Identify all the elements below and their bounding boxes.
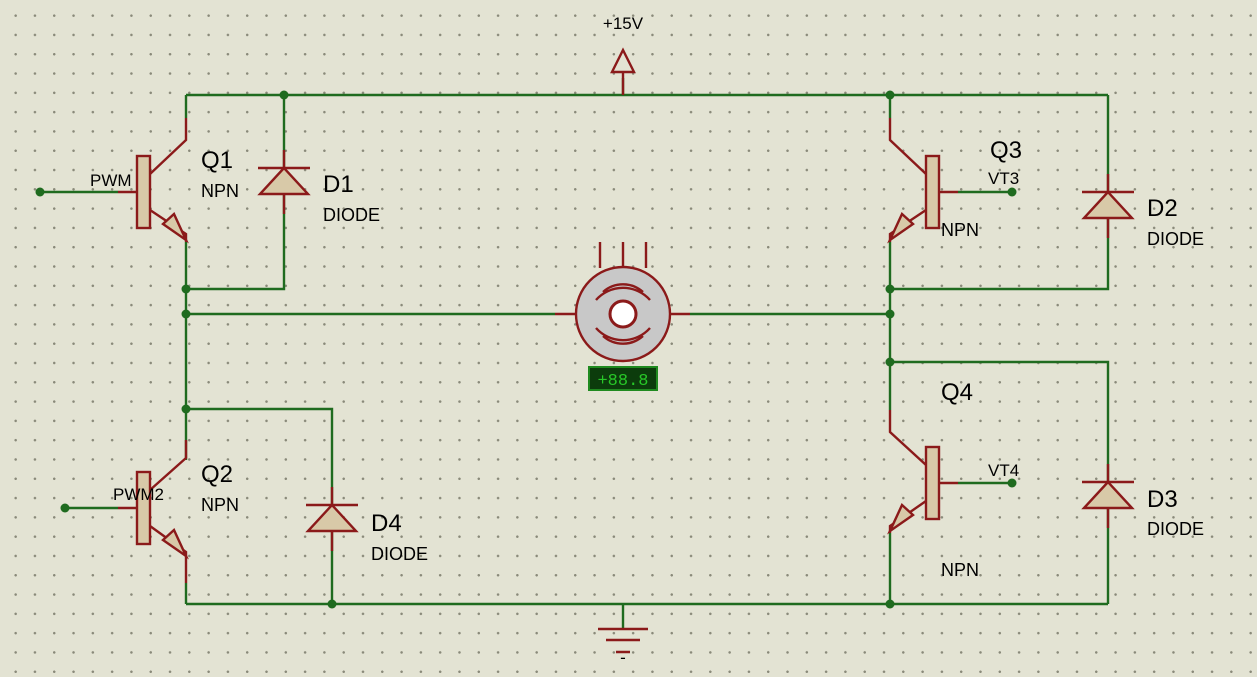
transistor-q3[interactable]: Q3 VT3 NPN bbox=[887, 118, 1022, 244]
emitter-arrow-icon bbox=[161, 528, 189, 560]
q3-input-label: VT3 bbox=[988, 169, 1019, 188]
transistor-q4[interactable]: Q4 VT4 NPN bbox=[887, 379, 1019, 580]
diode-triangle-icon bbox=[257, 166, 311, 196]
q2-input-label: PWM2 bbox=[113, 485, 164, 504]
diode-triangle-icon bbox=[1081, 190, 1135, 220]
transistor-base-bar bbox=[924, 154, 941, 230]
d3-ref-label: D3 bbox=[1147, 486, 1178, 513]
diode-d1[interactable]: D1 DIODE bbox=[257, 150, 380, 225]
junction bbox=[885, 90, 895, 100]
junction bbox=[181, 309, 191, 319]
emitter-arrow-icon bbox=[161, 212, 189, 244]
d2-ref-label: D2 bbox=[1147, 195, 1178, 222]
d1-type-label: DIODE bbox=[323, 205, 380, 225]
junction bbox=[885, 284, 895, 294]
q4-input-label: VT4 bbox=[988, 461, 1019, 480]
motor-pins bbox=[598, 242, 648, 268]
q3-type-label: NPN bbox=[941, 220, 979, 240]
transistor-base-bar bbox=[924, 445, 941, 521]
d3-top-wire[interactable] bbox=[890, 360, 1110, 482]
vt4-terminal-dot[interactable] bbox=[1007, 478, 1017, 488]
d3-type-label: DIODE bbox=[1147, 519, 1204, 539]
q1-ref-label: Q1 bbox=[201, 147, 233, 174]
junction bbox=[885, 599, 895, 609]
d4-top-wire[interactable] bbox=[186, 407, 334, 505]
ground-terminal[interactable]: - bbox=[598, 627, 648, 667]
junction bbox=[885, 357, 895, 367]
q1-type-label: NPN bbox=[201, 181, 239, 201]
transistor-collector-lead bbox=[888, 118, 927, 175]
q2-type-label: NPN bbox=[201, 495, 239, 515]
junction bbox=[181, 404, 191, 414]
pwm2-terminal-dot[interactable] bbox=[60, 503, 70, 513]
q4-type-label: NPN bbox=[941, 560, 979, 580]
junction bbox=[885, 309, 895, 319]
motor-readout-value: +88.8 bbox=[597, 372, 648, 391]
motor-readout-box bbox=[588, 366, 658, 391]
d2-bottom-wire[interactable] bbox=[890, 218, 1110, 291]
junction bbox=[279, 90, 289, 100]
transistor-emitter-lead bbox=[149, 525, 188, 583]
ground-label: - bbox=[620, 648, 626, 667]
pwm-terminal-dot[interactable] bbox=[35, 187, 45, 197]
vt3-terminal-dot[interactable] bbox=[1007, 187, 1017, 197]
transistor-q2[interactable]: Q2 NPN PWM2 bbox=[113, 440, 239, 583]
diode-d4[interactable]: D4 DIODE bbox=[305, 487, 428, 564]
motor-arc-bottom-icon bbox=[595, 327, 651, 345]
transistor-collector-lead bbox=[888, 410, 927, 466]
d1-bottom-wire[interactable] bbox=[186, 194, 286, 291]
dc-motor[interactable]: +88.8 bbox=[555, 242, 690, 391]
power-label: +15V bbox=[603, 14, 644, 33]
diode-d2[interactable]: D2 DIODE bbox=[1081, 174, 1204, 249]
d4-type-label: DIODE bbox=[371, 544, 428, 564]
motor-arc-top-icon bbox=[595, 283, 651, 301]
q3-ref-label: Q3 bbox=[990, 137, 1022, 164]
emitter-arrow-icon bbox=[887, 212, 915, 244]
q2-ref-label: Q2 bbox=[201, 461, 233, 488]
diode-triangle-icon bbox=[305, 503, 359, 533]
junction bbox=[327, 599, 337, 609]
diode-triangle-icon bbox=[1081, 480, 1135, 510]
q1-input-label: PWM bbox=[90, 171, 132, 190]
q4-ref-label: Q4 bbox=[941, 379, 973, 406]
emitter-arrow-icon bbox=[887, 503, 915, 535]
transistor-base-bar bbox=[135, 154, 152, 230]
motor-shaft-icon bbox=[608, 299, 638, 329]
wires bbox=[40, 78, 1110, 628]
junctions bbox=[35, 90, 1017, 609]
d2-type-label: DIODE bbox=[1147, 229, 1204, 249]
transistor-collector-lead bbox=[149, 118, 188, 175]
diode-d3[interactable]: D3 DIODE bbox=[1081, 464, 1204, 539]
power-terminal[interactable]: +15V bbox=[603, 14, 644, 95]
ground-icon bbox=[598, 627, 648, 654]
transistor-collector-lead bbox=[149, 440, 188, 491]
transistor-base-bar bbox=[135, 470, 152, 546]
d4-ref-label: D4 bbox=[371, 510, 402, 537]
d1-ref-label: D1 bbox=[323, 171, 354, 198]
junction bbox=[181, 284, 191, 294]
power-arrow-icon bbox=[610, 47, 636, 95]
transistor-q1[interactable]: Q1 NPN PWM bbox=[90, 118, 239, 244]
